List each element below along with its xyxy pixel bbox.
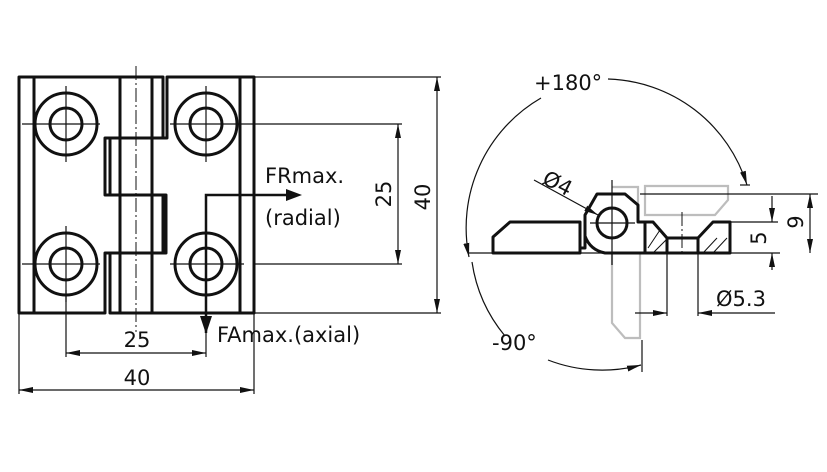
side-view: 5 9 Ø5.3 Ø4 +180° -90° [463, 71, 818, 372]
pin-diameter-label: Ø4 [539, 166, 577, 201]
right-leaf-outline [108, 75, 256, 315]
hole-diameter-label: Ø5.3 [716, 287, 766, 311]
dim-hole-spacing-horizontal: 25 [124, 328, 151, 352]
rotated-leaf-ghost [610, 184, 730, 340]
axial-force-label: FAmax.(axial) [217, 323, 360, 347]
radial-force-sublabel: (radial) [265, 206, 341, 230]
radial-force-label: FRmax. [265, 164, 344, 188]
knuckle-section [580, 192, 645, 250]
open-angle-label: +180° [534, 71, 602, 95]
left-leaf-section [491, 220, 582, 255]
dim-leaf-thickness: 5 [747, 231, 771, 244]
dim-hole-spacing-vertical: 25 [372, 181, 396, 208]
dim-width: 40 [124, 366, 151, 390]
dim-total-thickness: 9 [784, 215, 808, 228]
dim-height: 40 [411, 184, 435, 211]
close-angle-label: -90° [492, 331, 537, 355]
force-arrows [200, 189, 302, 334]
right-leaf-section [643, 220, 732, 255]
front-view: 25 40 25 40 FRmax. (radial) FAmax.(axial… [17, 66, 441, 394]
